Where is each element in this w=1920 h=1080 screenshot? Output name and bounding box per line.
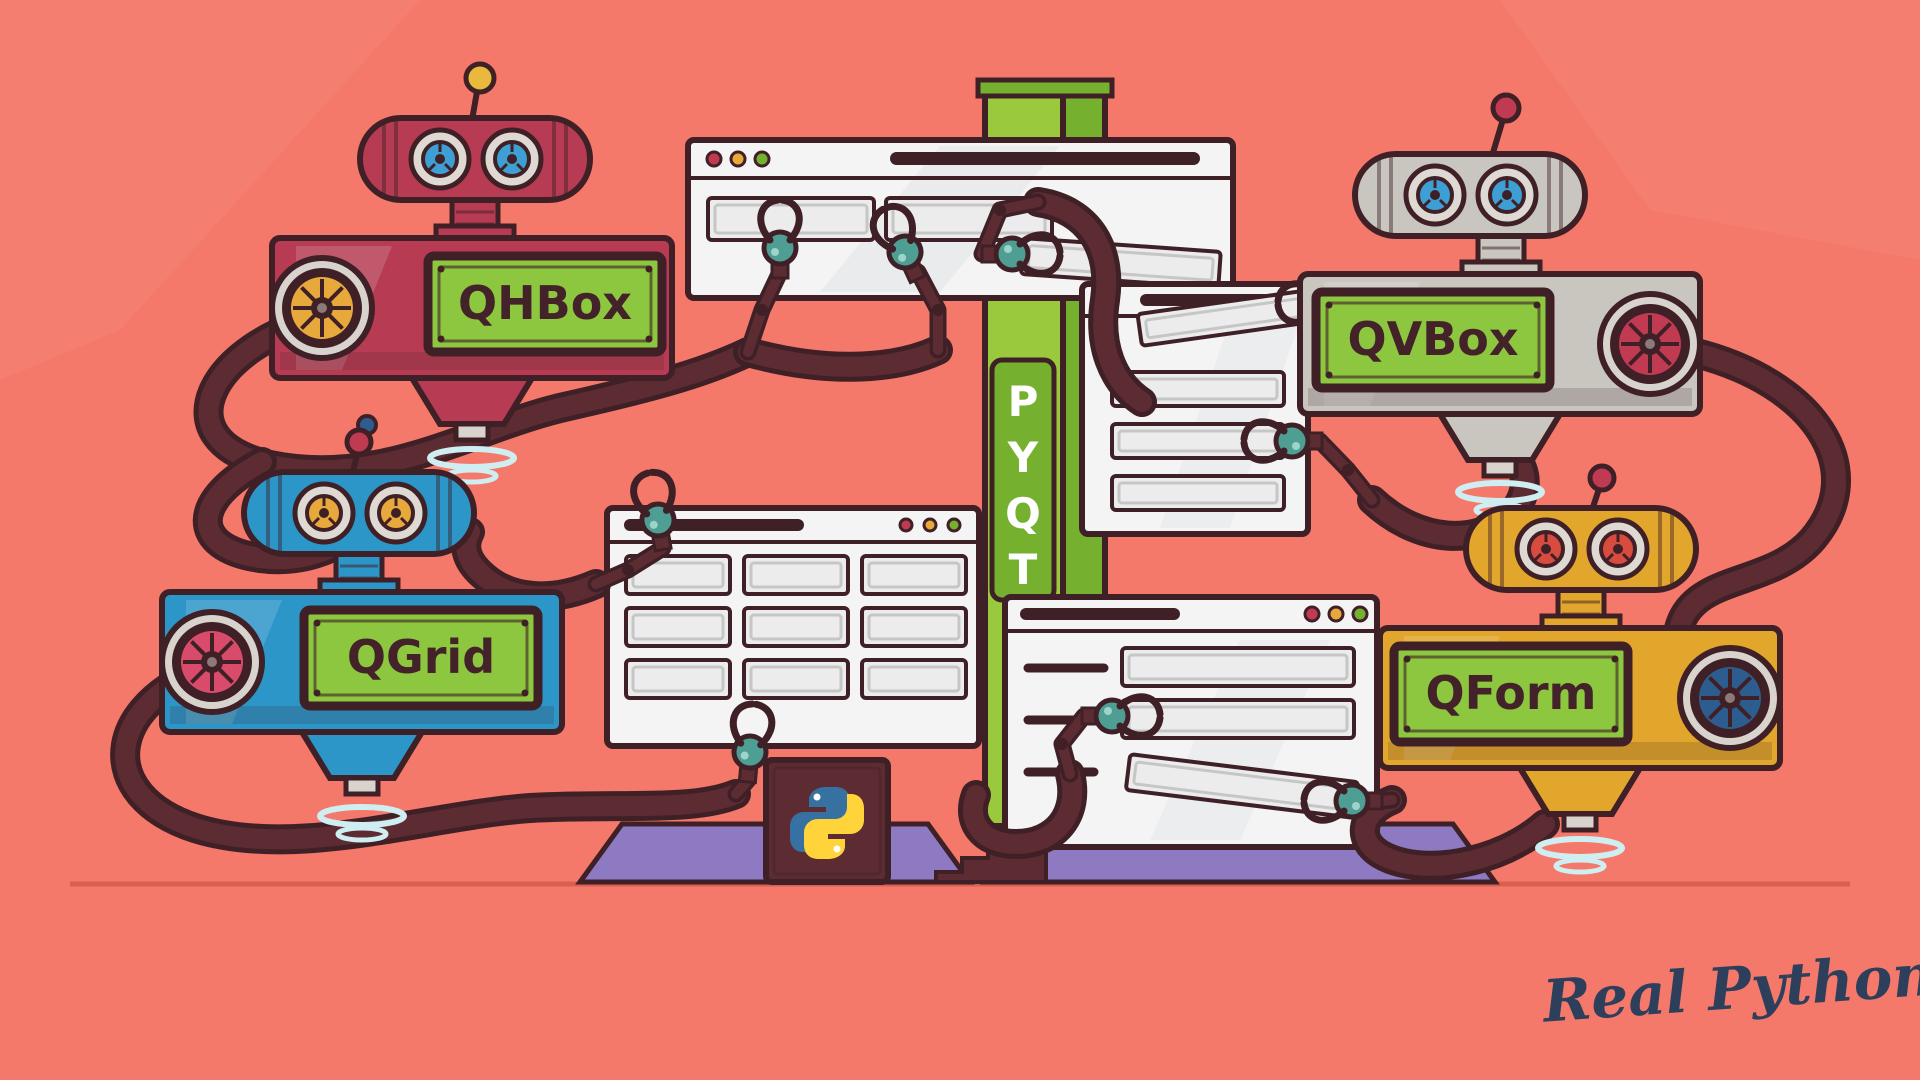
post-letter: Q [1005, 489, 1041, 538]
background-sheen [0, 0, 420, 380]
robot-qform: QForm [1380, 463, 1780, 872]
window-control-dot [1351, 605, 1369, 623]
robot-port [272, 258, 372, 358]
form-field [1120, 646, 1356, 688]
window-control-dot [1327, 605, 1345, 623]
cable [958, 759, 1088, 860]
robot-head [244, 472, 474, 554]
grid-cell [860, 606, 968, 648]
grid-cell [742, 554, 850, 596]
antenna-ball [1587, 463, 1617, 493]
window-control-dot [729, 150, 747, 168]
cable [1349, 785, 1560, 881]
robot-qgrid: QGrid [162, 427, 562, 840]
robot-label: QVBox [1347, 312, 1518, 366]
window-control-dot [946, 517, 962, 533]
cable [193, 303, 763, 486]
post-letter: T [1009, 545, 1038, 594]
window-control-dot [922, 517, 938, 533]
window-title-bar [890, 152, 1200, 165]
robot-port [1600, 294, 1700, 394]
post-letter: Y [1007, 433, 1039, 482]
grid-cell [742, 606, 850, 648]
window-title-bar [1020, 608, 1180, 620]
robot-port [162, 612, 262, 712]
qvbox-window-demo [1079, 281, 1322, 537]
grid-cell [860, 554, 968, 596]
window-control-dot [753, 150, 771, 168]
robot-label: QForm [1426, 666, 1597, 720]
antenna-ball [344, 427, 374, 457]
robot-head [1355, 154, 1585, 236]
window-control-dot [1303, 605, 1321, 623]
robot-label: QGrid [347, 630, 495, 684]
cable [733, 335, 953, 382]
widget-bar [1110, 474, 1286, 512]
signpost-cap [975, 77, 1115, 99]
python-logo-box [763, 757, 891, 885]
python-logo-icon [790, 787, 864, 859]
robot-head [360, 118, 590, 200]
robot-head [1466, 508, 1696, 590]
cable [110, 653, 751, 855]
robot-port [1680, 648, 1780, 748]
grid-cell [860, 658, 968, 700]
widget-bar [1110, 422, 1286, 460]
grid-cell [742, 658, 850, 700]
robot-qvbox: QVBox [1300, 92, 1700, 516]
window-control-dot [898, 517, 914, 533]
robot-arms [587, 193, 1417, 820]
grid-cell [624, 658, 732, 700]
antenna-ball [1490, 92, 1522, 124]
window-control-dot [705, 150, 723, 168]
grid-cell [624, 606, 732, 648]
post-letter: P [1008, 377, 1039, 426]
cable [1023, 187, 1157, 417]
robot-qhbox: QHBox [272, 61, 672, 482]
robot-label: QHBox [458, 276, 632, 330]
background-sheen [1500, 0, 1920, 260]
antenna-ball [463, 61, 497, 95]
